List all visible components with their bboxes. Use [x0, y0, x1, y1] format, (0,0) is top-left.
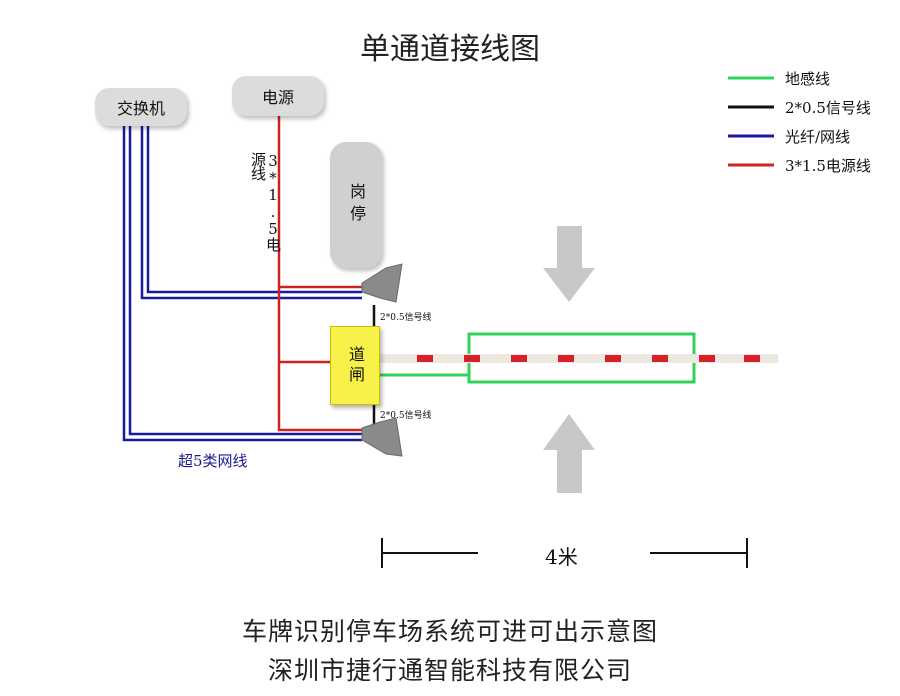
barrier-arm: [376, 354, 778, 363]
legend-swatches: [728, 76, 774, 167]
footer-company: 深圳市捷行通智能科技有限公司: [267, 656, 632, 685]
switch-node: 交换机: [95, 88, 187, 126]
booth-label: 岗停: [347, 183, 366, 227]
power-cable-wires: [277, 116, 362, 432]
distance-label: 4米: [545, 545, 578, 569]
power-node: 电源: [232, 76, 324, 116]
diagram-title: 单通道接线图: [360, 32, 540, 67]
network-cable-wires: [122, 126, 362, 442]
guard-booth: 岗停: [330, 142, 382, 268]
arrow-down-icon: [543, 226, 595, 302]
distance-marker: [381, 538, 748, 568]
power-cable-label: 3*1.5电源线: [249, 152, 282, 251]
legend-item-signal: 2*0.5信号线: [785, 99, 871, 117]
power-label: 电源: [261, 88, 294, 107]
arrow-up-icon: [543, 414, 595, 493]
signal-label-bottom: 2*0.5信号线: [380, 411, 432, 421]
camera-icon: [361, 417, 403, 457]
camera-icon: [361, 263, 403, 303]
legend-item-ground-loop: 地感线: [785, 70, 831, 88]
signal-label-top: 2*0.5信号线: [380, 313, 432, 323]
switch-label: 交换机: [116, 99, 165, 118]
gate-label: 道闸: [346, 345, 365, 386]
network-cable-label: 超5类网线: [178, 452, 248, 470]
footer-caption: 车牌识别停车场系统可进可出示意图: [241, 617, 658, 646]
legend-item-power: 3*1.5电源线: [785, 157, 871, 175]
legend-item-network: 光纤/网线: [785, 128, 851, 146]
barrier-gate: 道闸: [330, 326, 380, 405]
